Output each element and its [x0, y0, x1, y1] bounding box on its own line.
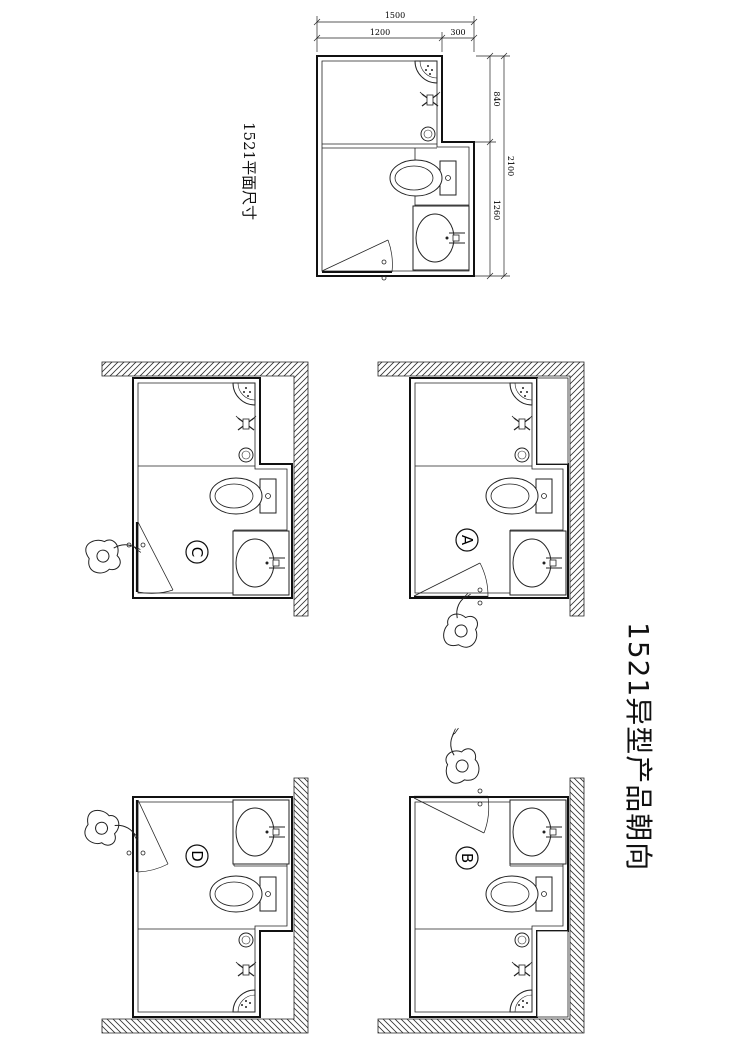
dim-overall-width: 1500: [385, 11, 405, 20]
dim-right-width: 300: [450, 28, 465, 37]
plan-caption: 1521平面尺寸: [240, 122, 258, 221]
dim-overall-depth: 2100: [506, 156, 515, 176]
orientation-a: A: [377, 361, 585, 651]
dimension-plan: 1500 1200 300 840 2100 1260: [313, 11, 515, 281]
orientation-label-b: B: [458, 853, 476, 863]
dim-upper-depth: 840: [492, 91, 501, 106]
sheet-title: 1521异型产品朝向: [622, 622, 655, 872]
orientation-label-a: A: [458, 535, 476, 546]
dim-left-width: 1200: [370, 28, 390, 37]
orientation-label-c: C: [188, 547, 206, 557]
dim-lower-depth: 1260: [492, 200, 501, 220]
orientation-c: C: [83, 361, 309, 617]
orientation-label-d: D: [188, 850, 206, 862]
orientation-d: D: [81, 777, 309, 1034]
orientation-b: B: [377, 725, 585, 1034]
